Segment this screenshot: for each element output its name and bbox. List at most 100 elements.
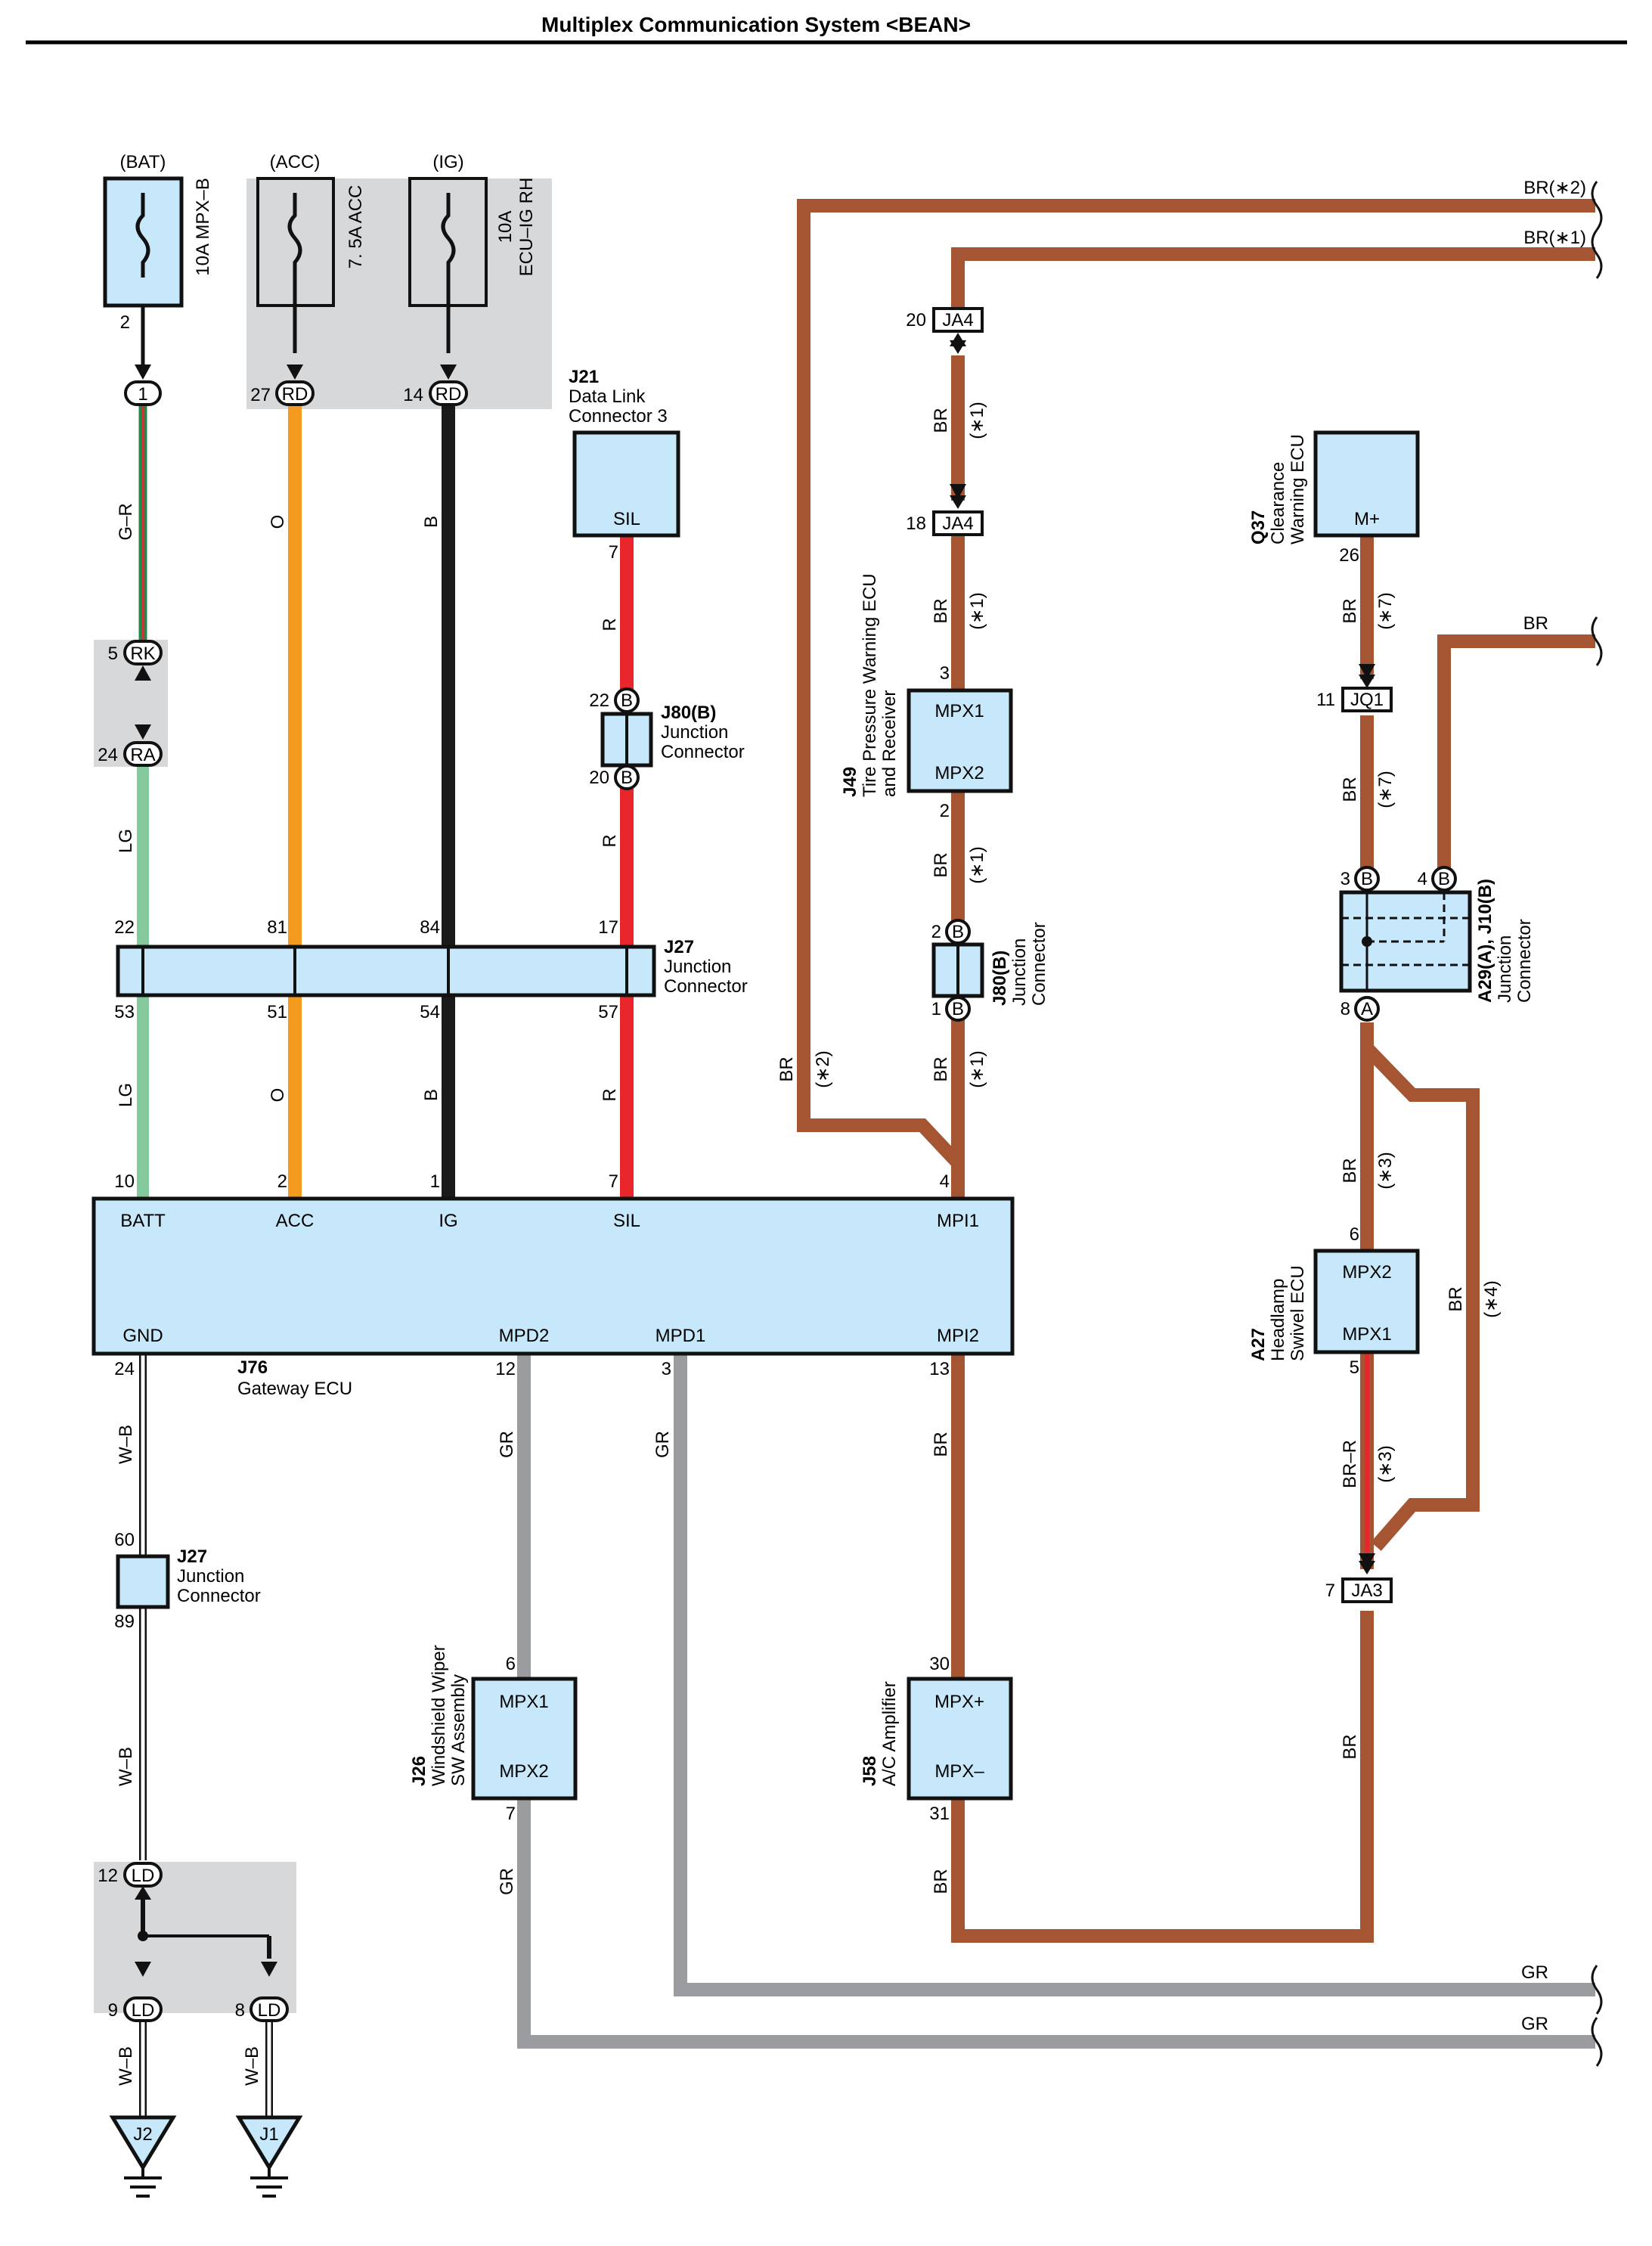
svg-text:24: 24 <box>114 1359 135 1379</box>
svg-text:18: 18 <box>906 513 926 534</box>
svg-text:9: 9 <box>108 2000 118 2021</box>
svg-text:3: 3 <box>662 1359 671 1379</box>
svg-text:(∗1): (∗1) <box>967 846 987 883</box>
svg-text:SW Assembly: SW Assembly <box>448 1674 469 1786</box>
fuse-acc: (ACC) 7. 5A ACC <box>256 152 366 353</box>
svg-text:Q37: Q37 <box>1248 510 1269 544</box>
svg-text:J27: J27 <box>664 937 694 957</box>
svg-text:(∗7): (∗7) <box>1375 592 1396 629</box>
svg-text:BR: BR <box>931 408 951 433</box>
svg-text:BR: BR <box>931 598 951 623</box>
svg-text:Connector: Connector <box>664 976 748 997</box>
j80-junction-right: B B J80(B) Junction Connector <box>931 919 1049 1022</box>
svg-text:LD: LD <box>258 2000 281 2021</box>
svg-text:B: B <box>952 999 964 1019</box>
connector-rk: RK <box>123 640 163 665</box>
connector-ld-8: LD <box>250 1996 289 2022</box>
arrowheads <box>135 333 1375 1977</box>
svg-text:J80(B): J80(B) <box>661 703 716 723</box>
svg-text:M+: M+ <box>1354 509 1380 529</box>
svg-text:IG: IG <box>439 1211 457 1231</box>
svg-text:SIL: SIL <box>613 509 640 529</box>
svg-text:A27: A27 <box>1248 1328 1269 1361</box>
svg-text:Gateway ECU: Gateway ECU <box>237 1379 352 1399</box>
svg-text:J1: J1 <box>259 2124 278 2145</box>
svg-text:SIL: SIL <box>613 1211 640 1231</box>
svg-text:3: 3 <box>940 663 950 684</box>
svg-text:MPX2: MPX2 <box>1342 1262 1391 1283</box>
wire-gr-mpd2-lower <box>517 1798 1595 2049</box>
ground-j1: J1 <box>235 2115 303 2198</box>
svg-text:B: B <box>1361 869 1373 889</box>
svg-text:BATT: BATT <box>120 1211 166 1231</box>
svg-text:GR: GR <box>497 1431 517 1458</box>
svg-text:BR: BR <box>931 852 951 877</box>
connector-ja4-top: JA4 <box>932 307 984 333</box>
svg-text:1: 1 <box>138 384 147 405</box>
svg-text:1: 1 <box>430 1171 440 1192</box>
svg-text:LD: LD <box>132 2000 155 2021</box>
svg-text:MPI1: MPI1 <box>937 1211 979 1231</box>
svg-text:(∗1): (∗1) <box>967 592 987 629</box>
j27-junction-bar: J27 Junction Connector <box>116 937 748 997</box>
wire-wb-gnd <box>138 1354 273 2117</box>
wire-br-right <box>1437 634 1595 868</box>
svg-text:W–B: W–B <box>242 2046 262 2086</box>
svg-text:8: 8 <box>1341 999 1350 1019</box>
svg-text:GND: GND <box>122 1326 163 1346</box>
svg-text:2: 2 <box>931 922 941 942</box>
connector-rd-27: RD <box>275 380 315 406</box>
svg-text:MPX2: MPX2 <box>499 1761 548 1782</box>
svg-text:81: 81 <box>267 917 287 938</box>
svg-text:R: R <box>600 618 620 631</box>
svg-text:W–B: W–B <box>116 1425 136 1464</box>
svg-text:J2: J2 <box>133 2124 152 2145</box>
svg-text:Junction: Junction <box>661 722 728 743</box>
svg-text:(BAT): (BAT) <box>120 152 166 172</box>
svg-text:3: 3 <box>1341 869 1350 889</box>
a27-headlamp-swivel-ecu: MPX2 MPX1 A27 Headlamp Swivel ECU <box>1248 1249 1420 1361</box>
svg-text:Connector: Connector <box>661 742 745 762</box>
svg-text:Connector: Connector <box>177 1586 261 1606</box>
svg-text:10A MPX–B: 10A MPX–B <box>193 178 213 275</box>
svg-text:BR(∗2): BR(∗2) <box>1523 178 1586 198</box>
svg-text:JA4: JA4 <box>942 513 973 534</box>
svg-text:60: 60 <box>114 1530 135 1550</box>
svg-text:Junction: Junction <box>177 1566 244 1587</box>
svg-text:J27: J27 <box>177 1546 207 1567</box>
svg-text:(∗1): (∗1) <box>967 1050 987 1087</box>
svg-text:and Receiver: and Receiver <box>879 690 900 797</box>
svg-text:7: 7 <box>506 1804 516 1824</box>
svg-text:24: 24 <box>98 745 118 765</box>
svg-text:26: 26 <box>1339 545 1359 566</box>
svg-text:53: 53 <box>114 1002 135 1022</box>
svg-text:MPI2: MPI2 <box>937 1326 979 1346</box>
svg-text:27: 27 <box>250 385 271 405</box>
svg-text:GR: GR <box>652 1431 673 1458</box>
svg-text:J26: J26 <box>409 1756 429 1786</box>
svg-text:Junction: Junction <box>1009 938 1030 1006</box>
svg-text:JA3: JA3 <box>1351 1581 1382 1601</box>
j58-ac-amplifier: MPX+ MPX– J58 A/C Amplifier <box>860 1677 1013 1801</box>
svg-text:GR: GR <box>497 1868 517 1895</box>
svg-text:MPX1: MPX1 <box>934 701 984 721</box>
j21-data-link-connector: J21 Data Link Connector 3 SIL <box>569 367 680 538</box>
svg-text:10: 10 <box>114 1171 135 1192</box>
svg-text:MPX2: MPX2 <box>934 763 984 783</box>
svg-text:20: 20 <box>906 310 926 330</box>
option-notes: (∗1) (∗1) (∗1) (∗1) (∗2) (∗7) (∗7) (∗3) … <box>813 402 1502 1482</box>
connector-jq1: JQ1 <box>1341 687 1393 712</box>
svg-text:B: B <box>421 516 442 528</box>
svg-text:J58: J58 <box>860 1756 880 1786</box>
connector-rd-14: RD <box>429 380 468 406</box>
svg-text:14: 14 <box>403 385 423 405</box>
svg-text:LG: LG <box>116 829 136 853</box>
wire-br-star4 <box>1362 1043 1480 1551</box>
svg-text:Tire Pressure Warning ECU: Tire Pressure Warning ECU <box>860 573 880 797</box>
svg-text:31: 31 <box>929 1804 950 1824</box>
svg-text:Connector 3: Connector 3 <box>569 406 668 427</box>
svg-text:A29(A), J10(B): A29(A), J10(B) <box>1475 879 1495 1003</box>
svg-text:MPX1: MPX1 <box>1342 1324 1391 1345</box>
svg-text:BR: BR <box>1446 1286 1466 1311</box>
